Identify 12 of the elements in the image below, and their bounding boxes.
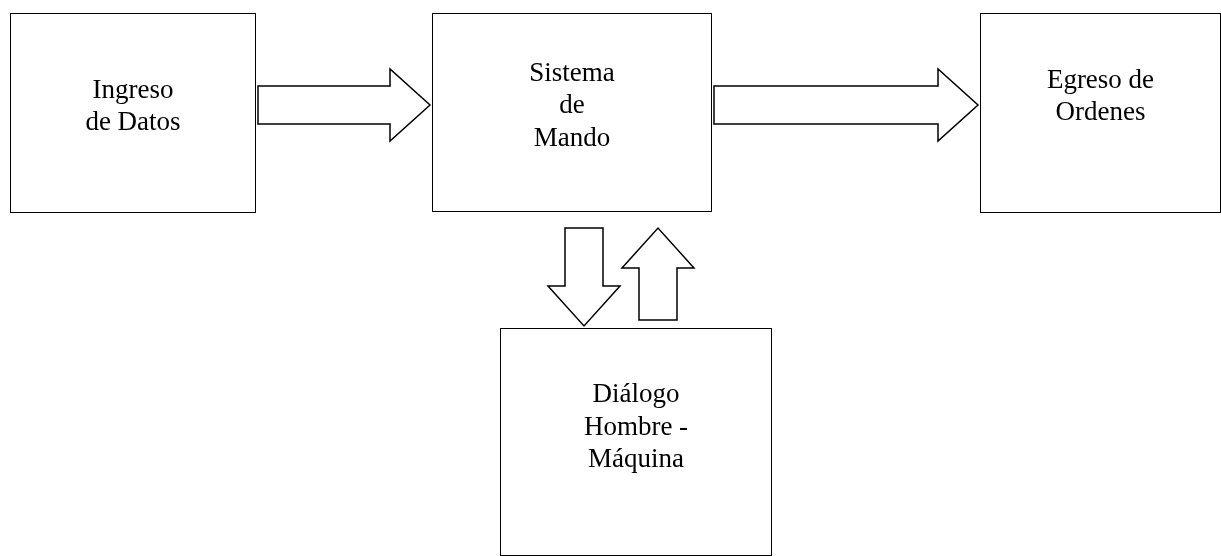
- block-arrow: [620, 226, 696, 321]
- box-label: Diálogo Hombre - Máquina: [582, 377, 690, 475]
- block-arrow: [546, 227, 622, 328]
- process-box: [432, 13, 712, 212]
- process-box: [10, 13, 256, 213]
- block-arrow: [713, 67, 980, 143]
- process-box: [980, 13, 1221, 213]
- box-label: Egreso de Ordenes: [1045, 62, 1156, 128]
- box-label: Sistema de Mando: [528, 55, 616, 154]
- block-arrow: [257, 67, 432, 143]
- process-box: [500, 328, 772, 556]
- box-label: Ingreso de Datos: [84, 72, 182, 138]
